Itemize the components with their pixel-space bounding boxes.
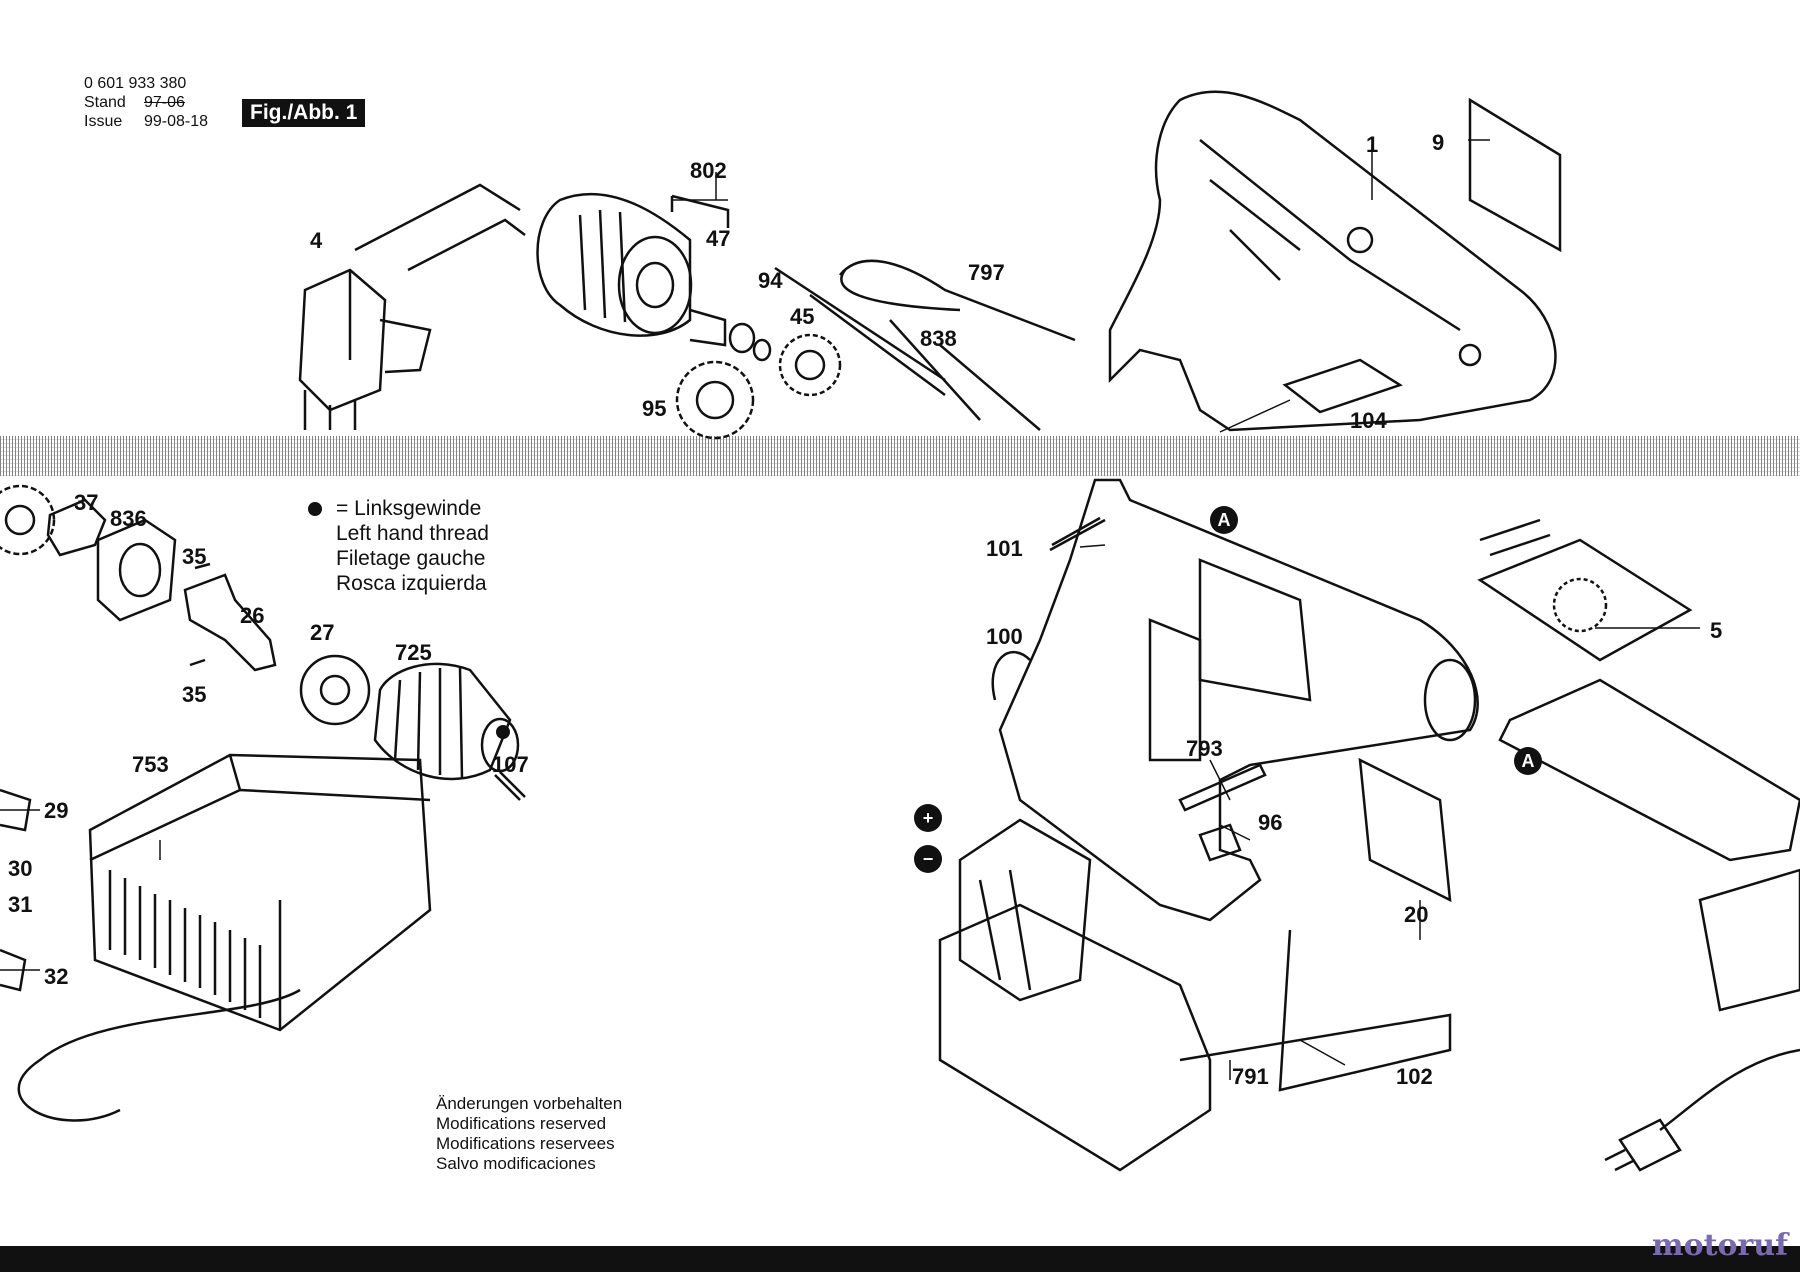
part-label-797: 797	[968, 260, 1005, 285]
screw-101-drawing	[1049, 516, 1106, 552]
coupling-drawing	[46, 498, 107, 557]
part-label-1: 1	[1366, 132, 1379, 157]
issue-value: 99-08-18	[144, 113, 209, 130]
part-label-37: 37	[74, 490, 99, 515]
housing-half-drawing	[1108, 90, 1557, 432]
charger-part-drawing	[1698, 868, 1800, 1012]
part-label-104: 104	[1350, 408, 1387, 433]
notice-line: Änderungen vorbehalten	[436, 1094, 623, 1113]
plus-terminal-icon: +	[914, 804, 942, 832]
part-label-20: 20	[1404, 902, 1429, 927]
figure-label: Fig./Abb. 1	[242, 99, 366, 127]
legend-line: Filetage gauche	[336, 547, 486, 570]
part-label-753: 753	[132, 752, 169, 777]
band-drawing	[839, 259, 1076, 342]
minus-terminal-icon: −	[914, 845, 942, 873]
site-watermark: motoruf	[1651, 1228, 1788, 1263]
document-header: 0 601 933 380 Stand 97-06 Issue 99-08-18	[84, 74, 208, 131]
charger-drawing	[17, 753, 432, 1122]
marker-a-top: A	[1210, 506, 1238, 534]
bottom-scan-bar	[0, 1246, 1800, 1272]
assembly-lines-drawing	[774, 266, 1041, 431]
part-label-838: 838	[920, 326, 957, 351]
clip-drawing	[1198, 823, 1242, 862]
legend-line: Left hand thread	[336, 522, 489, 545]
part-32-drawing	[0, 948, 27, 992]
part-label-101: 101	[986, 536, 1023, 561]
chuck-drawing	[373, 662, 520, 781]
part-label-836: 836	[110, 506, 147, 531]
bit-drawing	[1178, 763, 1267, 812]
stand-value: 97-06	[144, 94, 185, 111]
thread-legend: = Linksgewinde Left hand thread Filetage…	[308, 496, 489, 596]
part-label-95: 95	[642, 396, 667, 421]
part-label-32: 32	[44, 964, 69, 989]
notice-line: Salvo modificaciones	[436, 1154, 596, 1173]
part-label-27: 27	[310, 620, 335, 645]
mains-cable-drawing	[1659, 1048, 1800, 1131]
part-number: 0 601 933 380	[84, 75, 187, 92]
legend-line: = Linksgewinde	[336, 497, 482, 520]
ring-drawing	[752, 338, 772, 362]
circuit-board-drawing	[1282, 358, 1403, 414]
part-label-5: 5	[1710, 618, 1723, 643]
modifications-notice: Änderungen vorbehalten Modifications res…	[436, 1094, 622, 1174]
bracket-drawing	[670, 194, 730, 228]
part-label-102: 102	[1396, 1064, 1433, 1089]
switch-part-drawing	[298, 268, 432, 430]
screw-drawing	[494, 771, 526, 801]
part-label-26: 26	[240, 603, 265, 628]
speed-selector-drawing	[1477, 518, 1693, 662]
left-thread-bullet-icon	[496, 725, 510, 739]
planet-gear-drawing	[0, 484, 56, 556]
part-label-100: 100	[986, 624, 1023, 649]
notice-line: Modifications reservees	[436, 1134, 615, 1153]
part-label-29: 29	[44, 798, 69, 823]
part-label-35-top: 35	[182, 544, 207, 569]
bearing-drawing	[299, 654, 371, 726]
part-29-drawing	[0, 788, 32, 832]
part-label-94: 94	[758, 268, 783, 293]
gear-set-drawing	[675, 333, 842, 440]
part-label-9: 9	[1432, 130, 1445, 155]
part-label-35-bottom: 35	[182, 682, 207, 707]
part-label-725: 725	[395, 640, 432, 665]
battery-pack-drawing	[938, 818, 1212, 1172]
part-label-31: 31	[8, 892, 33, 917]
marker-a-bottom: A	[1514, 747, 1542, 775]
part-label-96: 96	[1258, 810, 1283, 835]
part-label-793: 793	[1186, 736, 1223, 761]
washer-drawing	[728, 322, 756, 354]
ring-carrier-drawing	[96, 518, 177, 622]
leader-lines	[0, 139, 1700, 1080]
plate-20-drawing	[1358, 757, 1452, 903]
stand-label: Stand	[84, 94, 126, 111]
part-label-802: 802	[690, 158, 727, 183]
wire-102-drawing	[1179, 929, 1452, 1092]
part-label-47: 47	[706, 226, 731, 251]
motor-drawing	[536, 192, 727, 347]
mains-plug-drawing	[1604, 1118, 1682, 1172]
legend-line: Rosca izquierda	[336, 572, 487, 595]
part-label-791: 791	[1232, 1064, 1269, 1089]
cover-tray-drawing	[1498, 678, 1800, 862]
motor-wires-drawing	[354, 183, 526, 272]
wire-100-drawing	[991, 650, 1031, 701]
part-label-4: 4	[310, 228, 323, 253]
label-plate-drawing	[1468, 97, 1562, 253]
part-label-45: 45	[790, 304, 815, 329]
part-label-107: 107	[492, 752, 529, 777]
notice-line: Modifications reserved	[436, 1114, 607, 1133]
part-label-30: 30	[8, 856, 33, 881]
spindle-drawing	[183, 573, 277, 672]
bullet-symbol-icon	[308, 502, 322, 516]
scan-noise-band	[0, 436, 1800, 476]
main-housing-drawing	[998, 478, 1479, 922]
issue-label: Issue	[84, 113, 123, 130]
